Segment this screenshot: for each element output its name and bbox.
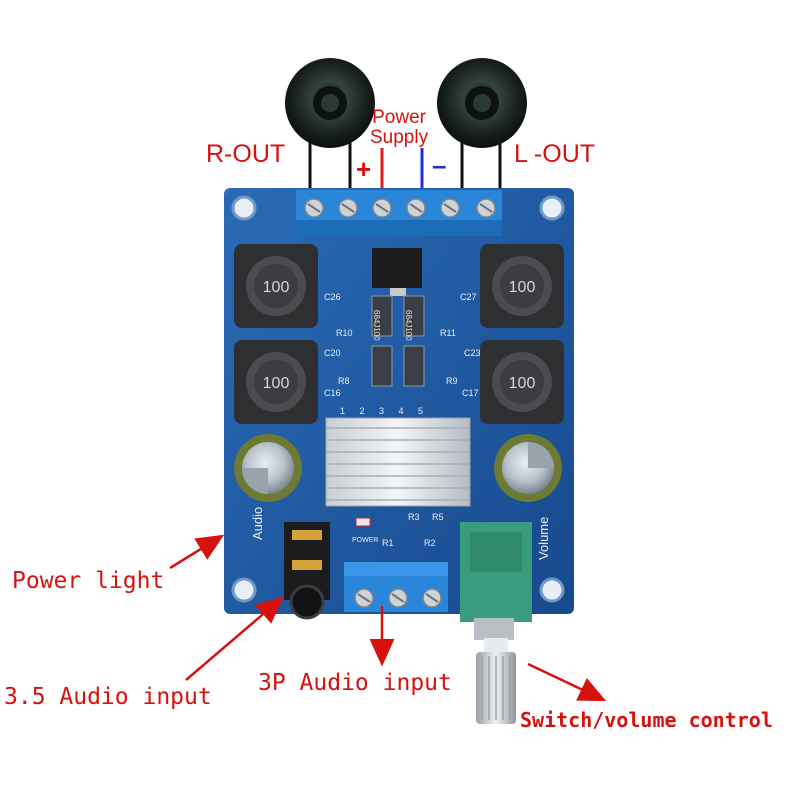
inductor: 100 bbox=[480, 244, 564, 328]
svg-text:C17: C17 bbox=[462, 388, 479, 398]
plus-sign: + bbox=[356, 154, 372, 184]
volume-potentiometer bbox=[460, 522, 532, 724]
power-light-label: Power light bbox=[12, 568, 165, 594]
power-light-arrow bbox=[169, 534, 225, 570]
right-speaker bbox=[285, 58, 375, 148]
svg-text:684J100: 684J100 bbox=[372, 310, 381, 341]
svg-text:C26: C26 bbox=[324, 292, 341, 302]
svg-text:R8: R8 bbox=[338, 376, 350, 386]
power-led bbox=[355, 517, 371, 527]
svg-text:1 2 3 4 5: 1 2 3 4 5 bbox=[340, 406, 429, 416]
input-terminal-block bbox=[344, 562, 448, 612]
minus-sign: – bbox=[432, 150, 447, 180]
svg-text:POWER: POWER bbox=[352, 537, 378, 544]
l-out-label: L -OUT bbox=[514, 140, 596, 168]
svg-text:C16: C16 bbox=[324, 388, 341, 398]
mount-hole bbox=[231, 577, 257, 603]
svg-text:R2: R2 bbox=[424, 538, 436, 548]
mount-hole bbox=[539, 195, 565, 221]
audio-3p-label: 3P Audio input bbox=[258, 670, 452, 696]
silkscreen-labels: C26 C27 R10 R11 C20 C23 R8 R9 C16 C17 1 … bbox=[324, 292, 481, 548]
heatsink bbox=[325, 417, 471, 507]
audio-jack-arrow bbox=[185, 596, 284, 681]
mount-hole bbox=[539, 577, 565, 603]
left-speaker bbox=[437, 58, 527, 148]
electrolytic-capacitor-left bbox=[234, 434, 302, 502]
svg-text:100: 100 bbox=[263, 375, 290, 392]
svg-text:100: 100 bbox=[509, 375, 536, 392]
svg-text:684J100: 684J100 bbox=[404, 310, 413, 341]
r-out-label: R-OUT bbox=[206, 140, 286, 168]
svg-text:C27: C27 bbox=[460, 292, 477, 302]
svg-text:R11: R11 bbox=[440, 328, 456, 338]
inductor: 100 bbox=[234, 340, 318, 424]
audio-35-label: 3.5 Audio input bbox=[4, 684, 212, 710]
svg-text:100: 100 bbox=[263, 279, 290, 296]
audio-silkscreen: Audio bbox=[250, 507, 265, 540]
callout-arrows bbox=[169, 534, 607, 702]
volume-arrow bbox=[527, 662, 607, 702]
audio-jack-3.5mm bbox=[284, 522, 330, 620]
switch-volume-label: Switch/volume control bbox=[520, 708, 773, 732]
inductor: 100 bbox=[234, 244, 318, 328]
mount-hole bbox=[231, 195, 257, 221]
regulator-chip bbox=[372, 248, 422, 288]
smd-resistors bbox=[371, 295, 425, 387]
power-supply-label: Power Supply bbox=[370, 107, 429, 148]
inductor: 100 bbox=[480, 340, 564, 424]
svg-text:R5: R5 bbox=[432, 512, 444, 522]
output-terminal-block bbox=[296, 190, 502, 236]
svg-text:C23: C23 bbox=[464, 348, 481, 358]
svg-text:R10: R10 bbox=[336, 328, 353, 338]
volume-silkscreen: Volume bbox=[536, 517, 551, 560]
svg-text:R1: R1 bbox=[382, 538, 394, 548]
svg-text:R9: R9 bbox=[446, 376, 458, 386]
electrolytic-capacitor-right bbox=[494, 434, 562, 502]
svg-text:C20: C20 bbox=[324, 348, 341, 358]
svg-text:R3: R3 bbox=[408, 512, 420, 522]
pcb-board: 100 100 100 100 bbox=[224, 188, 574, 724]
svg-text:100: 100 bbox=[509, 279, 536, 296]
